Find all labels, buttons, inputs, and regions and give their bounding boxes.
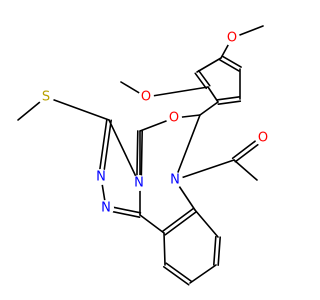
bond-Cb5-Cb6-b — [213, 236, 217, 266]
bond-Ca6-Ca1-b — [217, 100, 242, 105]
bond-Ca2-Ca3-b — [194, 72, 208, 90]
bond-Ca1-Ca2 — [207, 86, 219, 103]
bond-Cb5-Cb6-a — [217, 236, 221, 266]
atom-label-O_ome2: O — [141, 90, 151, 105]
bond-Cb3-Cb4-b — [165, 262, 193, 283]
atom-background-S_thio — [38, 89, 54, 105]
bond-Cb6-Cb1 — [194, 209, 219, 238]
bond-Ca4-Ca5-b — [221, 55, 242, 68]
bond-C_tri5-N_tri4-a — [136, 130, 139, 184]
atom-background-N_tri1 — [93, 169, 109, 185]
atom-label-O_ome4: O — [227, 31, 237, 46]
bond-CH6-Ca1 — [199, 101, 219, 116]
atom-label-N_tri2: N — [101, 201, 111, 216]
bond-Ca3-Ca4 — [196, 57, 222, 73]
bond-C_carb-C_me — [233, 159, 258, 181]
atom-background-O_carbonyl — [255, 130, 271, 146]
bond-CH6-N_amide — [174, 114, 201, 181]
atom-label-N_amide: N — [170, 173, 180, 188]
atom-label-S_thio: S — [42, 90, 50, 105]
atom-label-layer: O N O O O N N N S — [38, 30, 271, 216]
bond-N_tri4-C_tri3 — [108, 119, 140, 184]
bond-Cb1-Cb2-a — [161, 207, 195, 233]
bond-Ca2-O_ome2 — [145, 86, 209, 98]
bond-Cb1-Cb2-b — [164, 210, 198, 236]
bond-Ca6-Ca1-a — [216, 96, 241, 101]
bond-C_tri3-N_tri1-b — [102, 119, 112, 179]
atom-background-O_ome4 — [224, 30, 240, 46]
bond-Cb3-Cb4-a — [162, 265, 190, 286]
bond-Cb4-Cb5 — [189, 264, 217, 284]
atom-background-N_amide — [167, 172, 183, 188]
bond-C_tri6-Cb2 — [139, 214, 165, 234]
atom-background-N_tri4 — [131, 175, 147, 191]
molecule-structure-diagram: O N O O O N N N S — [17, 25, 271, 286]
bond-C_tri3-S_thio — [45, 96, 110, 121]
bond-Cb2-Cb3 — [163, 232, 166, 266]
bond-C_tri3-N_tri1-a — [98, 118, 108, 178]
bond-C_tri5-N_tri4-b — [140, 130, 143, 184]
bond-Ca2-Ca3-a — [197, 69, 211, 87]
atom-label-N_tri1: N — [96, 170, 106, 185]
atom-background-O_ome2 — [138, 89, 154, 105]
atom-label-N_tri4: N — [134, 176, 144, 191]
atom-label-O_carbonyl: O — [258, 131, 268, 146]
bond-Ca4-Ca5-a — [219, 59, 240, 72]
atom-label-O_ring: O — [169, 111, 179, 126]
bond-N_amide-C_carb — [174, 159, 235, 181]
atom-background-N_tri2 — [98, 200, 114, 216]
bond-layer — [17, 25, 266, 286]
atom-background-O_ring — [166, 110, 182, 126]
